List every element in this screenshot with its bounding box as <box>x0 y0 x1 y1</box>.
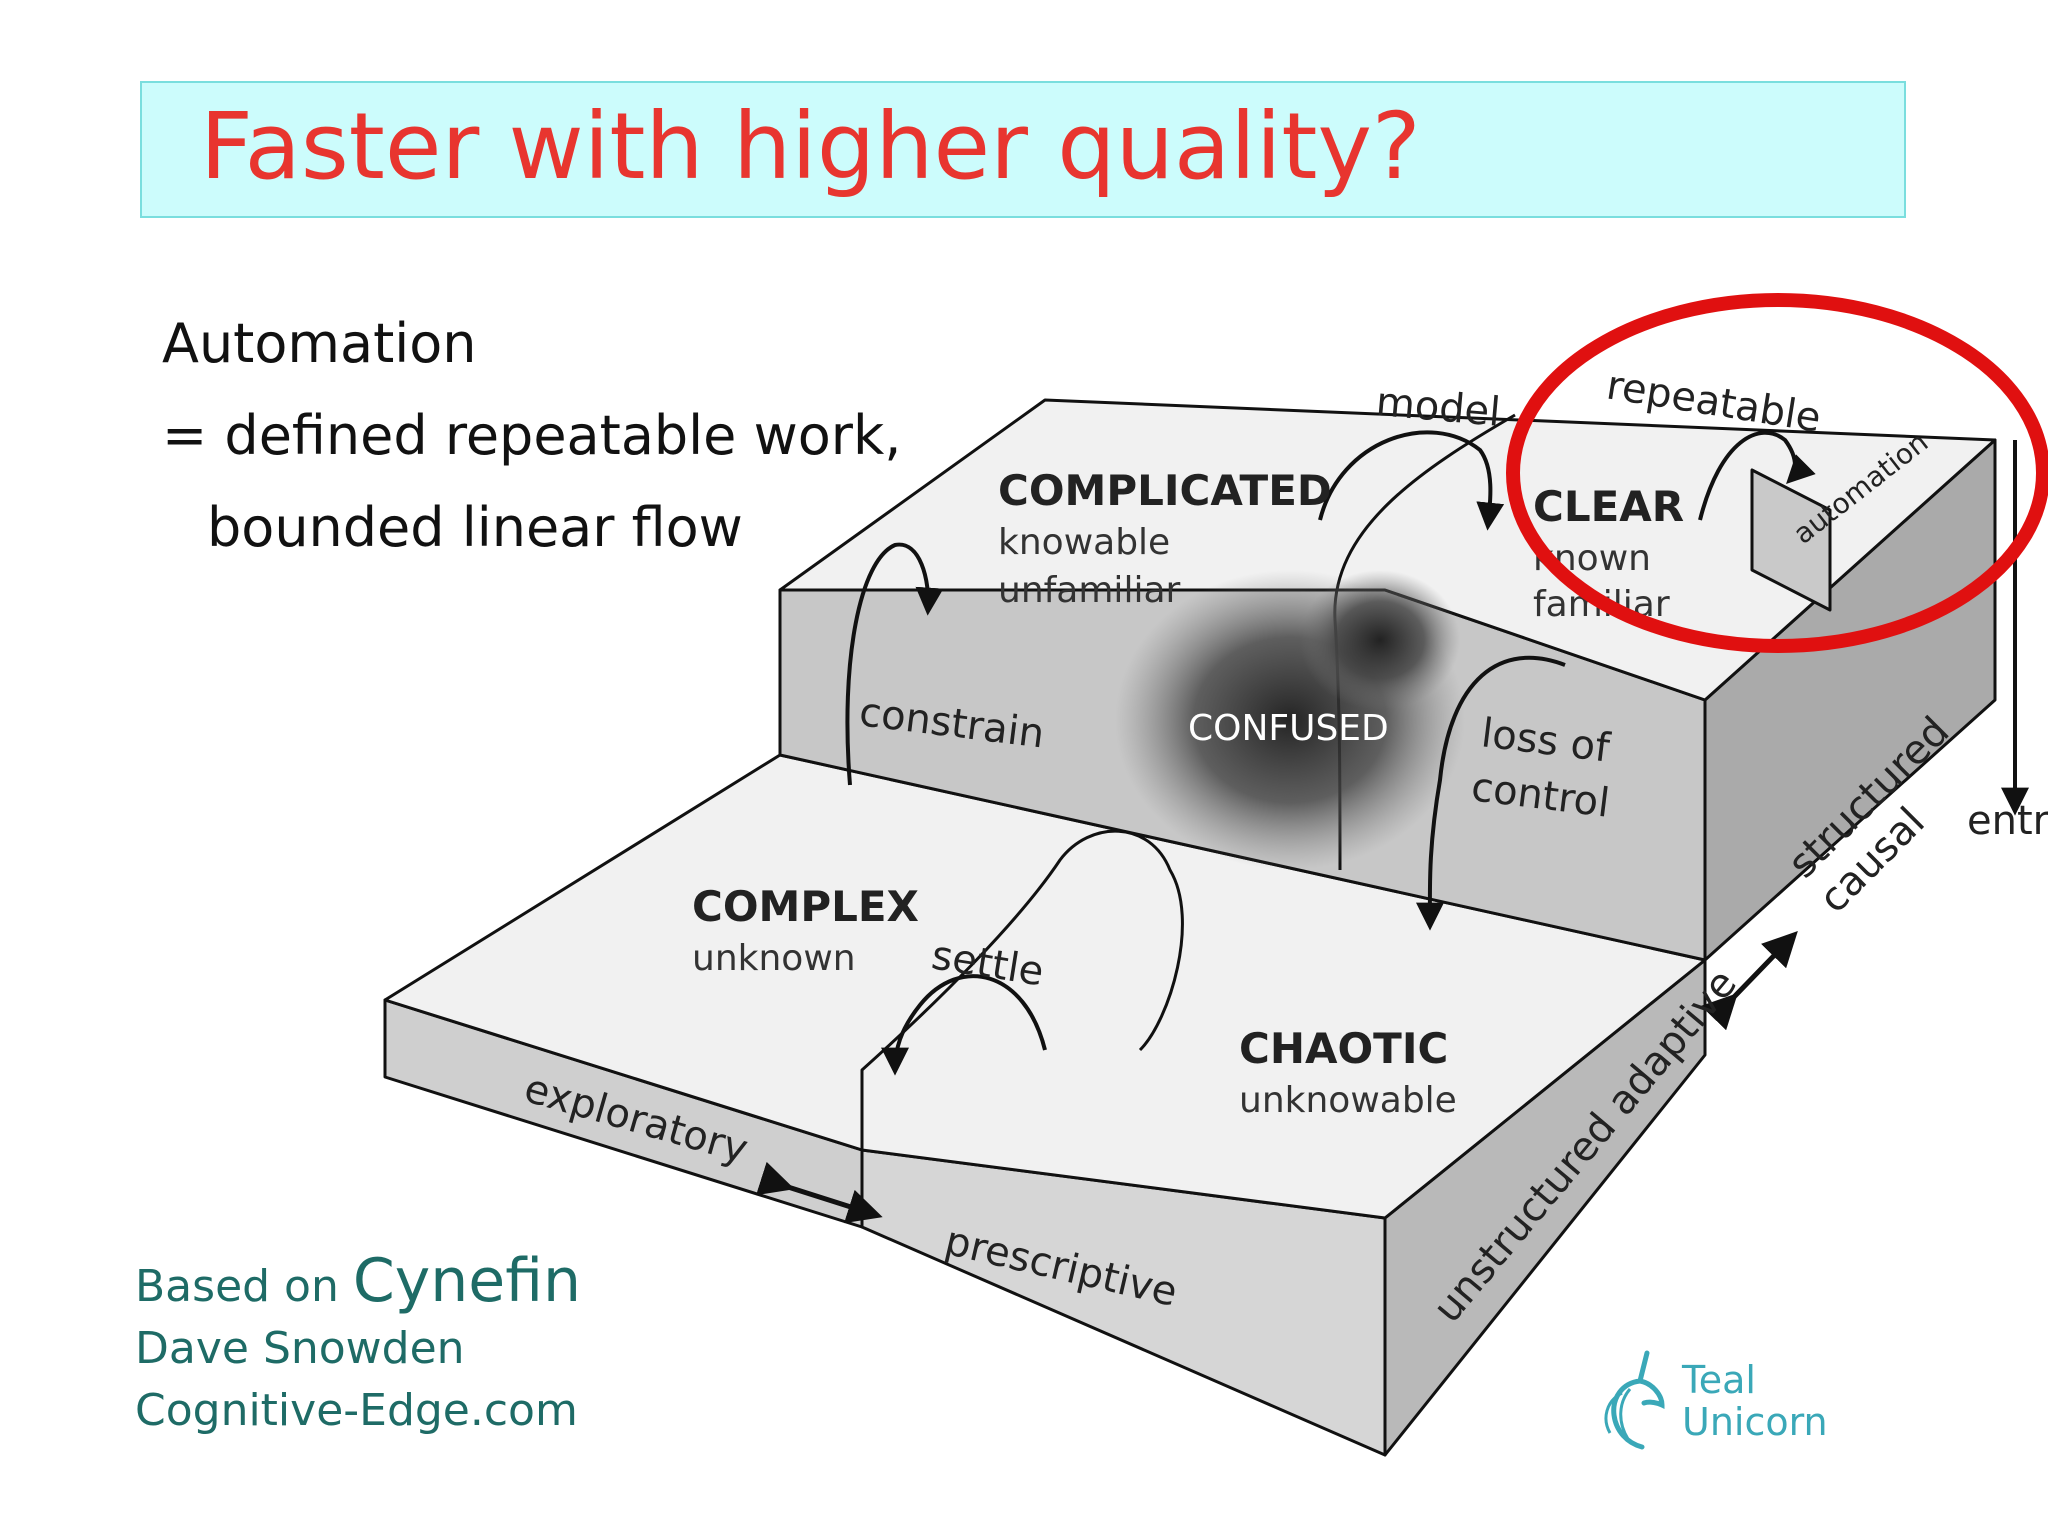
teal-unicorn-logo: Teal Unicorn <box>1604 1350 1828 1450</box>
constrain-arrow <box>845 542 944 786</box>
unicorn-mane-icon <box>1604 1388 1632 1440</box>
bullet-line-3: bounded linear flow <box>207 496 743 559</box>
complex-label: COMPLEX <box>692 882 919 931</box>
author-text: Dave Snowden <box>135 1323 465 1374</box>
title-banner: Faster with higher quality? <box>140 81 1906 218</box>
bullet-line-1: Automation <box>162 312 477 375</box>
slab-top-surface <box>383 753 1707 1220</box>
credit-line-1: Based on Cynefin <box>135 1250 581 1318</box>
chaotic-sub1: unknowable <box>1239 1080 1457 1121</box>
site-text: Cognitive-Edge.com <box>135 1385 578 1436</box>
bullet-line-2: = defined repeatable work, <box>162 404 902 467</box>
logo-line-1: Teal <box>1681 1358 1756 1402</box>
chaotic-label: CHAOTIC <box>1239 1024 1448 1073</box>
slide-title: Faster with higher quality? <box>200 93 1421 200</box>
model-arrow <box>1318 430 1505 531</box>
complicated-label: COMPLICATED <box>998 466 1332 515</box>
clear-step-face <box>1750 468 1832 612</box>
complex-chaotic-boundary <box>860 829 1184 1150</box>
confused-label: CONFUSED <box>1188 708 1389 749</box>
based-on-text: Based on <box>135 1261 339 1312</box>
complicated-sub2: unfamiliar <box>998 570 1181 611</box>
exploratory-prescriptive-arrow <box>756 1161 883 1224</box>
logo-line-2: Unicorn <box>1682 1400 1828 1444</box>
repeatable-arrow <box>1698 430 1816 521</box>
complex-sub1: unknown <box>692 938 856 979</box>
clear-label: CLEAR <box>1533 482 1684 531</box>
credits: Based on Cynefin Dave Snowden Cognitive-… <box>135 1250 581 1442</box>
entropy-label: entro <box>1967 798 2048 844</box>
highlight-circle <box>1506 293 2048 653</box>
cynefin-text: Cynefin <box>352 1246 582 1316</box>
model-label: model <box>1374 379 1502 436</box>
confused-fog-2 <box>1300 570 1460 710</box>
complicated-sub1: knowable <box>998 522 1170 563</box>
unicorn-head-icon <box>1611 1350 1665 1450</box>
unstructured-structured-arrow <box>1700 930 1798 1031</box>
bullet-text: Automation = defined repeatable work, bo… <box>162 308 901 584</box>
settle-arrow <box>881 974 1047 1076</box>
loss-of-control-arrow <box>1415 655 1566 931</box>
